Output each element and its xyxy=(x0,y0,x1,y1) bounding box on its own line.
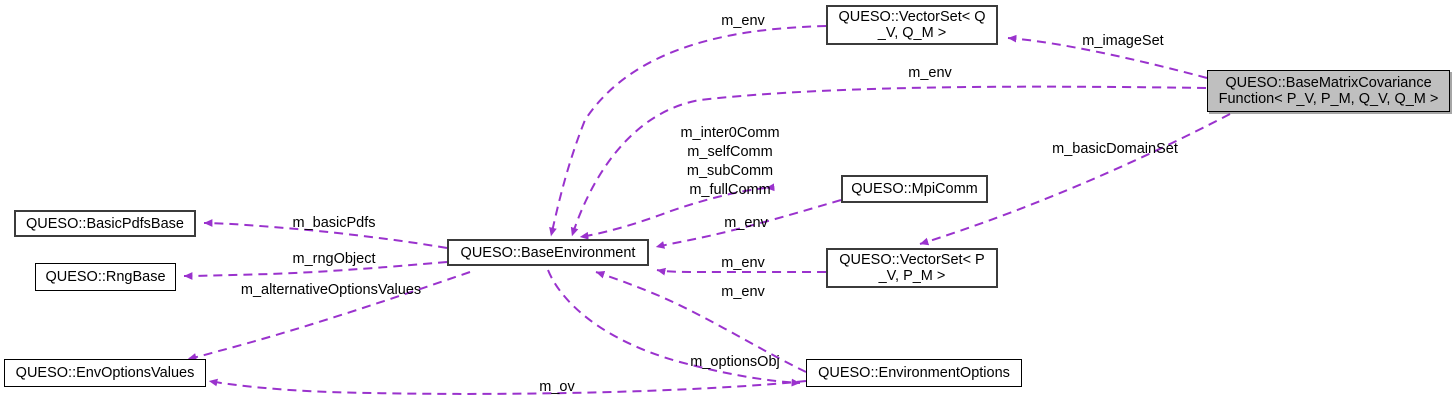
edge-baseenv-to-mpicomm xyxy=(579,183,775,240)
node-basicpdfsbase[interactable]: QUESO::BasicPdfsBase xyxy=(14,210,196,237)
edge-baseenv-to-basicpdfsbase xyxy=(203,219,448,249)
edge-label-m-env-low2: m_env xyxy=(721,284,765,300)
edge-label-m-optionsobj: m_optionsObj xyxy=(690,354,780,370)
edge-label-m-basicdomainset: m_basicDomainSet xyxy=(1052,141,1178,157)
node-label: QUESO::VectorSet< Q _V, Q_M > xyxy=(838,9,986,41)
node-label: QUESO::EnvOptionsValues xyxy=(15,365,195,381)
edge-baseenv-to-envoptions xyxy=(547,269,801,387)
node-environmentoptions[interactable]: QUESO::EnvironmentOptions xyxy=(806,359,1022,387)
node-mpicomm[interactable]: QUESO::MpiComm xyxy=(841,175,988,203)
node-label: QUESO::VectorSet< P _V, P_M > xyxy=(839,252,985,284)
node-baseenvironment[interactable]: QUESO::BaseEnvironment xyxy=(447,239,649,266)
node-vectorset-q[interactable]: QUESO::VectorSet< Q _V, Q_M > xyxy=(826,5,998,45)
edge-envoptions-to-baseenv xyxy=(595,270,807,373)
edge-vectorset-p-to-baseenv xyxy=(656,267,826,276)
node-rngbase[interactable]: QUESO::RngBase xyxy=(35,263,176,291)
node-envoptionsvalues[interactable]: QUESO::EnvOptionsValues xyxy=(4,359,206,387)
edge-label-m-imageset: m_imageSet xyxy=(1082,33,1164,49)
edge-label-m-rngobject: m_rngObject xyxy=(292,251,376,267)
edge-label-comms: m_inter0Comm m_selfComm m_subComm m_full… xyxy=(680,125,780,198)
node-label: QUESO::BaseMatrixCovariance Function< P_… xyxy=(1218,75,1439,107)
node-label: QUESO::RngBase xyxy=(45,269,166,285)
edge-baseenv-mid-right xyxy=(655,199,842,249)
edge-label-m-env-upper: m_env xyxy=(908,65,952,81)
node-label: QUESO::BaseEnvironment xyxy=(460,244,636,261)
edge-label-m-env-mid: m_env xyxy=(724,215,768,231)
edge-label-m-env-top: m_env xyxy=(721,13,765,29)
edge-basematrixcov-to-vectorset-q xyxy=(1007,34,1208,79)
node-label: QUESO::BasicPdfsBase xyxy=(26,215,184,232)
edge-baseenv-to-vectorset-q xyxy=(549,25,827,237)
edge-baseenv-to-basematrixcov xyxy=(570,85,1207,237)
edge-label-m-basicpdfs: m_basicPdfs xyxy=(292,215,376,231)
edge-label-m-ov: m_ov xyxy=(539,379,575,395)
edge-baseenv-to-envoptvalues xyxy=(187,271,471,361)
edge-label-m-env-low1: m_env xyxy=(721,255,765,271)
node-label: QUESO::EnvironmentOptions xyxy=(818,365,1010,381)
node-label: QUESO::MpiComm xyxy=(851,181,978,197)
node-vectorset-p[interactable]: QUESO::VectorSet< P _V, P_M > xyxy=(826,248,998,288)
edge-label-m-alternativeoptionsvalues: m_alternativeOptionsValues xyxy=(240,282,422,298)
edge-envoptions-to-envoptvalues xyxy=(208,378,807,395)
node-basematrixcovariancefunction[interactable]: QUESO::BaseMatrixCovariance Function< P_… xyxy=(1207,70,1450,112)
